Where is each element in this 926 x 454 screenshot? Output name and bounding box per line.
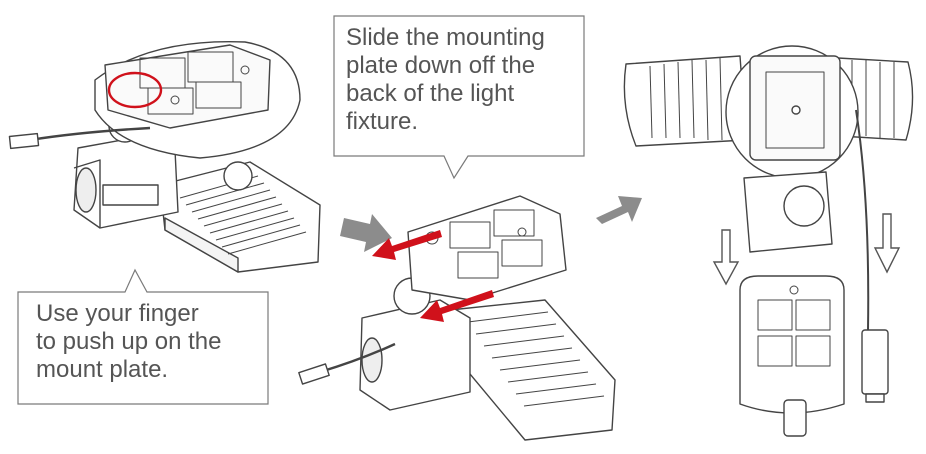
- callout-text-step1: Use your finger to push up on the mount …: [36, 300, 221, 384]
- callout-step1-line1: Use your finger: [36, 300, 199, 327]
- push-arrow: [340, 214, 392, 252]
- callout-step1-line3: mount plate.: [36, 356, 169, 383]
- panel-slide-plate: [298, 195, 616, 441]
- callout-box-step2: [333, 15, 585, 180]
- callout-text-step2: Slide the mounting plate down off the ba…: [346, 24, 545, 136]
- finger-push-highlight: [107, 71, 163, 109]
- callout-box-step1: [17, 268, 269, 405]
- down-arrows: [712, 213, 901, 286]
- callout-step2-line2: plate down off the: [346, 52, 536, 79]
- heatsink-fins-2: [467, 311, 605, 407]
- callout-step2-line4: fixture.: [346, 108, 419, 135]
- callout-step2-line3: back of the light: [346, 80, 515, 107]
- callout-step2-line1: Slide the mounting: [346, 24, 545, 51]
- next-step-arrow: [596, 196, 642, 224]
- panel-removed-plate: [623, 45, 914, 437]
- slide-arrows: [372, 230, 494, 322]
- callout-step1-line2: to push up on the: [36, 328, 222, 355]
- panel-push-mount-plate: [8, 40, 321, 273]
- heatsink-fins: [179, 175, 307, 255]
